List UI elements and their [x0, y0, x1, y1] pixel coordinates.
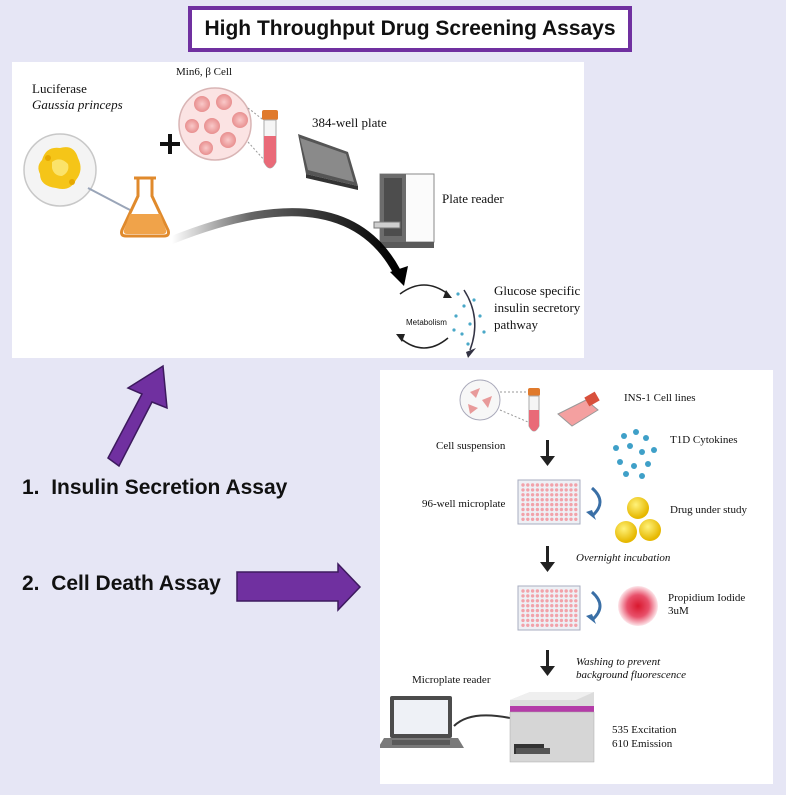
down-arrow-3 — [540, 650, 555, 676]
flow-arrow — [168, 208, 400, 274]
step-2: 2. Cell Death Assay — [22, 572, 221, 596]
down-arrow-2 — [540, 546, 555, 572]
species-label: Gaussia princeps — [32, 97, 123, 112]
cytokine-dots-icon — [613, 429, 657, 479]
return-arrow-1 — [590, 486, 602, 518]
flow-arrowhead — [390, 266, 408, 286]
pathway-label-3: pathway — [494, 317, 539, 332]
laptop-cable — [453, 714, 511, 727]
beta-cell-icon — [178, 87, 267, 163]
pi-name-label: Propidium Iodide — [668, 592, 746, 604]
connector-line — [87, 187, 131, 211]
plate-reader-icon — [373, 173, 435, 248]
suspension-label: Cell suspension — [436, 440, 506, 452]
well-plate-icon — [517, 585, 581, 631]
insulin-secretion-panel: Luciferase Gaussia princeps Min6, β Cell… — [12, 62, 584, 358]
washing-label-1: Washing to prevent — [576, 656, 661, 668]
tube-icon — [528, 388, 540, 432]
step-2-label: Cell Death Assay — [51, 572, 221, 595]
flask-icon — [120, 176, 170, 238]
step-2-number: 2. — [22, 572, 40, 595]
right-arrow — [236, 562, 362, 612]
cell-death-artwork — [380, 379, 661, 763]
page-title: High Throughput Drug Screening Assays — [188, 6, 632, 52]
tube-icon — [262, 110, 278, 169]
cell-lines-label: INS-1 Cell lines — [624, 392, 696, 404]
down-arrow-1 — [540, 440, 555, 466]
emission-label: 610 Emission — [612, 738, 673, 750]
up-arrow — [107, 364, 168, 468]
insulin-secretion-artwork — [23, 87, 486, 358]
step-1-number: 1. — [22, 476, 40, 499]
metabolism-cycle-icon — [396, 284, 452, 349]
drug-label: Drug under study — [670, 504, 747, 516]
washing-label-2: background fluorescence — [576, 669, 687, 681]
return-arrow-2 — [590, 590, 602, 622]
laptop-icon — [380, 696, 464, 748]
cell-suspension-icon — [459, 379, 529, 423]
luciferase-label: Luciferase — [32, 81, 87, 96]
insulin-dots — [452, 289, 486, 358]
plate-label: 384-well plate — [312, 115, 387, 130]
luciferase-icon — [23, 133, 97, 207]
step-1: 1. Insulin Secretion Assay — [22, 476, 287, 500]
pi-conc-label: 3uM — [668, 605, 689, 617]
reader-label: Microplate reader — [412, 674, 491, 686]
step-1-label: Insulin Secretion Assay — [51, 476, 288, 499]
overnight-label: Overnight incubation — [576, 552, 671, 564]
propidium-iodide-icon — [618, 586, 658, 626]
microplate-label: 96-well microplate — [422, 498, 506, 510]
plus-icon — [160, 134, 180, 154]
cytokines-label: T1D Cytokines — [670, 434, 738, 446]
drug-icon — [615, 497, 661, 543]
pathway-label-1: Glucose specific — [494, 283, 581, 298]
culture-flask-icon — [557, 391, 600, 427]
cell-label: Min6, β Cell — [176, 66, 233, 78]
reader-label: Plate reader — [442, 191, 504, 206]
excitation-label: 535 Excitation — [612, 724, 677, 736]
cell-death-panel: INS-1 Cell lines Cell suspension T1D Cyt… — [380, 370, 773, 784]
pathway-label-2: insulin secretory — [494, 300, 581, 315]
microplate-reader-icon — [509, 692, 595, 763]
well-plate-icon — [517, 479, 581, 525]
metabolism-label: Metabolism — [406, 318, 447, 327]
well-plate-icon — [298, 134, 358, 190]
